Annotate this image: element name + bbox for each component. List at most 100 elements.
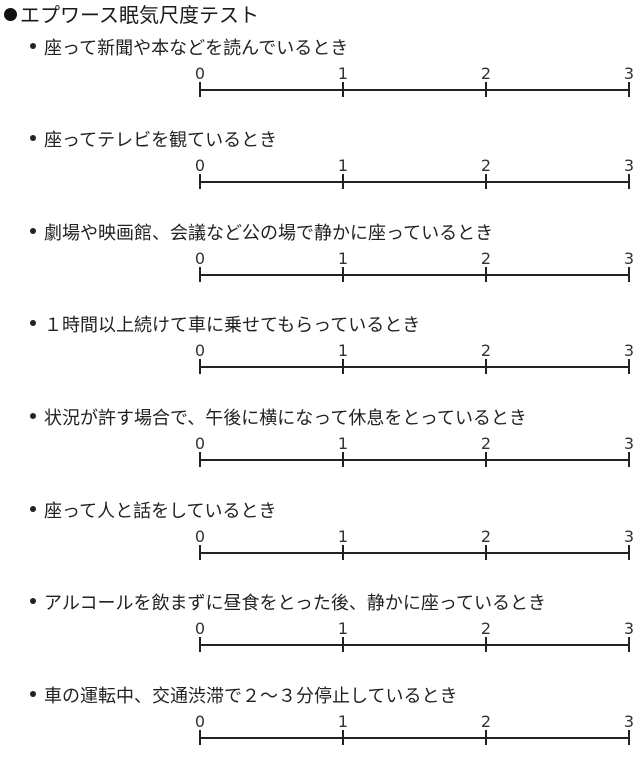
scale-label-0: 0	[194, 64, 206, 83]
question-label: 座ってテレビを観ているとき	[30, 129, 277, 153]
scale-label-0: 0	[194, 619, 206, 638]
scale-line[interactable]	[199, 181, 629, 183]
bullet-icon	[30, 135, 36, 141]
scale-tick-2[interactable]	[485, 637, 487, 652]
scale-tick-3[interactable]	[628, 637, 630, 652]
scale-tick-0[interactable]	[199, 359, 201, 374]
scale-label-2: 2	[480, 527, 492, 546]
scale-tick-0[interactable]	[199, 452, 201, 467]
scale-tick-2[interactable]	[485, 452, 487, 467]
question-text: 車の運転中、交通渋滞で２～３分停止しているとき	[44, 686, 458, 707]
scale-label-0: 0	[194, 712, 206, 731]
question-text: 劇場や映画館、会議など公の場で静かに座っているとき	[44, 223, 494, 244]
scale-tick-0[interactable]	[199, 82, 201, 97]
scale-label-1: 1	[337, 434, 349, 453]
scale-label-1: 1	[337, 341, 349, 360]
scale-label-3: 3	[623, 249, 635, 268]
bullet-icon	[30, 320, 36, 326]
scale-tick-1[interactable]	[342, 452, 344, 467]
scale-tick-3[interactable]	[628, 545, 630, 560]
scale-line[interactable]	[199, 366, 629, 368]
bullet-icon	[30, 506, 36, 512]
scale-tick-2[interactable]	[485, 174, 487, 189]
rating-scale[interactable]: 0 1 2 3	[0, 500, 640, 592]
scale-tick-2[interactable]	[485, 359, 487, 374]
scale-label-0: 0	[194, 341, 206, 360]
scale-tick-2[interactable]	[485, 267, 487, 282]
scale-label-2: 2	[480, 249, 492, 268]
scale-label-1: 1	[337, 527, 349, 546]
bullet-icon	[30, 691, 36, 697]
scale-tick-0[interactable]	[199, 174, 201, 189]
scale-tick-3[interactable]	[628, 730, 630, 745]
scale-tick-1[interactable]	[342, 637, 344, 652]
scale-line[interactable]	[199, 644, 629, 646]
scale-tick-3[interactable]	[628, 452, 630, 467]
scale-line[interactable]	[199, 459, 629, 461]
scale-tick-1[interactable]	[342, 267, 344, 282]
scale-label-0: 0	[194, 156, 206, 175]
scale-line[interactable]	[199, 274, 629, 276]
scale-tick-1[interactable]	[342, 174, 344, 189]
rating-scale[interactable]: 0 1 2 3	[0, 129, 640, 221]
scale-label-3: 3	[623, 156, 635, 175]
question-text: 状況が許す場合で、午後に横になって休息をとっているとき	[44, 408, 527, 429]
scale-tick-2[interactable]	[485, 82, 487, 97]
question-text: 座ってテレビを観ているとき	[44, 130, 278, 151]
question-text: １時間以上続けて車に乗せてもらっているとき	[44, 315, 421, 336]
rating-scale[interactable]: 0 1 2 3	[0, 685, 640, 777]
scale-tick-1[interactable]	[342, 82, 344, 97]
scale-tick-3[interactable]	[628, 359, 630, 374]
scale-label-3: 3	[623, 527, 635, 546]
scale-tick-3[interactable]	[628, 174, 630, 189]
scale-line[interactable]	[199, 89, 629, 91]
scale-tick-2[interactable]	[485, 545, 487, 560]
scale-label-2: 2	[480, 434, 492, 453]
scale-label-2: 2	[480, 156, 492, 175]
scale-tick-0[interactable]	[199, 637, 201, 652]
bullet-icon	[30, 43, 36, 49]
scale-line[interactable]	[199, 552, 629, 554]
bullet-dot-icon	[4, 8, 17, 21]
question-item: 座ってテレビを観ているとき 0 1 2 3	[0, 129, 640, 221]
scale-label-3: 3	[623, 619, 635, 638]
question-label: １時間以上続けて車に乗せてもらっているとき	[30, 314, 420, 338]
scale-label-1: 1	[337, 64, 349, 83]
title-text: エプワース眠気尺度テスト	[20, 3, 259, 27]
scale-tick-1[interactable]	[342, 730, 344, 745]
scale-label-1: 1	[337, 712, 349, 731]
question-text: 座って新聞や本などを読んでいるとき	[44, 38, 349, 59]
scale-line[interactable]	[199, 737, 629, 739]
scale-tick-1[interactable]	[342, 545, 344, 560]
bullet-icon	[30, 413, 36, 419]
scale-tick-3[interactable]	[628, 267, 630, 282]
scale-tick-0[interactable]	[199, 545, 201, 560]
scale-label-0: 0	[194, 527, 206, 546]
scale-tick-3[interactable]	[628, 82, 630, 97]
scale-label-1: 1	[337, 156, 349, 175]
question-item: 車の運転中、交通渋滞で２～３分停止しているとき 0 1 2 3	[0, 685, 640, 777]
scale-label-3: 3	[623, 712, 635, 731]
scale-label-2: 2	[480, 619, 492, 638]
scale-tick-0[interactable]	[199, 730, 201, 745]
question-label: アルコールを飲まずに昼食をとった後、静かに座っているとき	[30, 592, 546, 616]
bullet-icon	[30, 228, 36, 234]
scale-tick-0[interactable]	[199, 267, 201, 282]
question-text: アルコールを飲まずに昼食をとった後、静かに座っているとき	[44, 593, 547, 614]
bullet-icon	[30, 598, 36, 604]
question-label: 劇場や映画館、会議など公の場で静かに座っているとき	[30, 222, 493, 246]
page-title: エプワース眠気尺度テスト	[4, 2, 259, 28]
scale-tick-1[interactable]	[342, 359, 344, 374]
scale-tick-2[interactable]	[485, 730, 487, 745]
scale-label-2: 2	[480, 712, 492, 731]
